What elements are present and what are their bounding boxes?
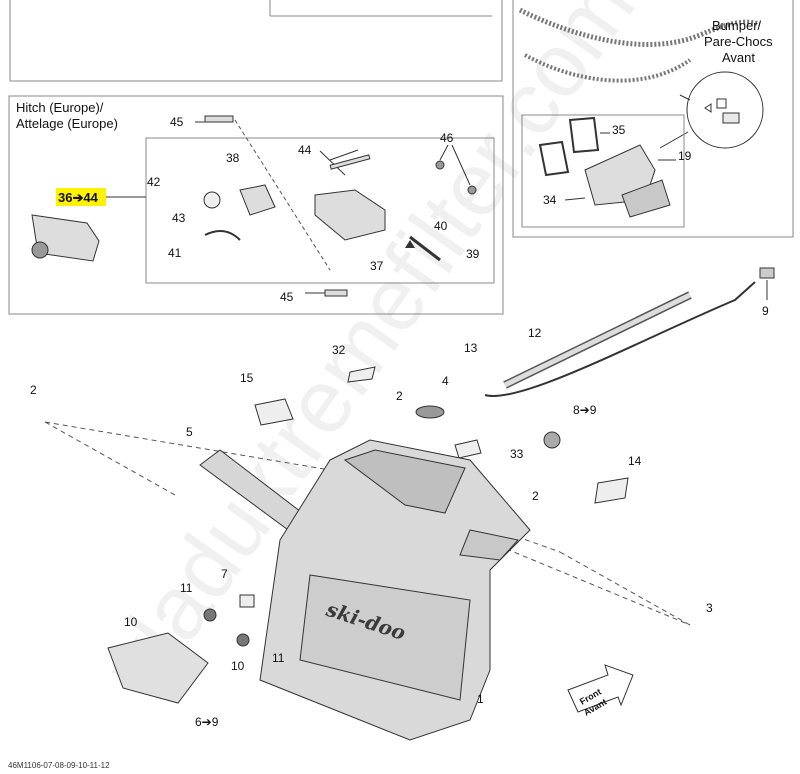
footer-code: 46M1106-07-08-09-10-11-12 xyxy=(8,761,110,770)
part-label-42: 42 xyxy=(147,175,161,189)
part-label-10-right: 10 xyxy=(231,659,245,673)
bumper-label-2: Pare-Chocs xyxy=(704,34,773,49)
part-label-1: 1 xyxy=(477,692,484,706)
part-label-40: 40 xyxy=(434,219,448,233)
part-label-38: 38 xyxy=(226,151,240,165)
part-label-2-center: 2 xyxy=(396,389,403,403)
part-label-15: 15 xyxy=(240,371,254,385)
part-label-35: 35 xyxy=(612,123,626,137)
part-label-19: 19 xyxy=(678,149,692,163)
part-label-12: 12 xyxy=(528,326,542,340)
part-label-2-left: 2 xyxy=(30,383,37,397)
part-label-39: 39 xyxy=(466,247,480,261)
hitch-panel: Hitch (Europe)/ Attelage (Europe) 36➔44 … xyxy=(8,95,504,315)
top-left-frame xyxy=(9,0,503,82)
bumper-label-1: Bumper/ xyxy=(712,18,762,33)
part-label-5: 5 xyxy=(186,425,193,439)
part-label-45-bottom: 45 xyxy=(280,290,294,304)
part-label-6-9: 6➔9 xyxy=(195,715,219,729)
part-label-9: 9 xyxy=(762,304,769,318)
hitch-callout-highlight xyxy=(56,188,106,206)
part-label-37: 37 xyxy=(370,259,384,273)
part-label-4: 4 xyxy=(442,374,449,388)
part-label-10-left: 10 xyxy=(124,615,138,629)
front-arrow: Front Avant xyxy=(567,664,634,718)
part-label-11-top: 11 xyxy=(180,581,193,595)
hitch-callout-label: 36➔44 xyxy=(58,190,99,205)
part-label-46: 46 xyxy=(440,131,454,145)
part-label-43: 43 xyxy=(172,211,186,225)
bumper-label-3: Avant xyxy=(722,50,755,65)
hitch-label-2: Attelage (Europe) xyxy=(16,116,118,131)
part-label-14: 14 xyxy=(628,454,642,468)
part-label-44: 44 xyxy=(298,143,312,157)
part-label-45-top: 45 xyxy=(170,115,184,129)
part-label-33: 33 xyxy=(510,447,524,461)
snow-flap: ski-doo xyxy=(259,439,531,741)
part-label-13: 13 xyxy=(464,341,478,355)
part-label-11-bottom: 11 xyxy=(272,651,285,665)
part-label-2-right: 2 xyxy=(532,489,539,503)
part-label-32: 32 xyxy=(332,343,346,357)
part-label-41: 41 xyxy=(168,246,182,260)
bumper-panel: Bumper/ Pare-Chocs Avant 35 19 34 xyxy=(512,0,794,238)
part-label-3: 3 xyxy=(706,601,713,615)
part-label-8-9: 8➔9 xyxy=(573,403,597,417)
part-label-34: 34 xyxy=(543,193,557,207)
part-label-7: 7 xyxy=(221,567,228,581)
hitch-label-1: Hitch (Europe)/ xyxy=(16,100,104,115)
